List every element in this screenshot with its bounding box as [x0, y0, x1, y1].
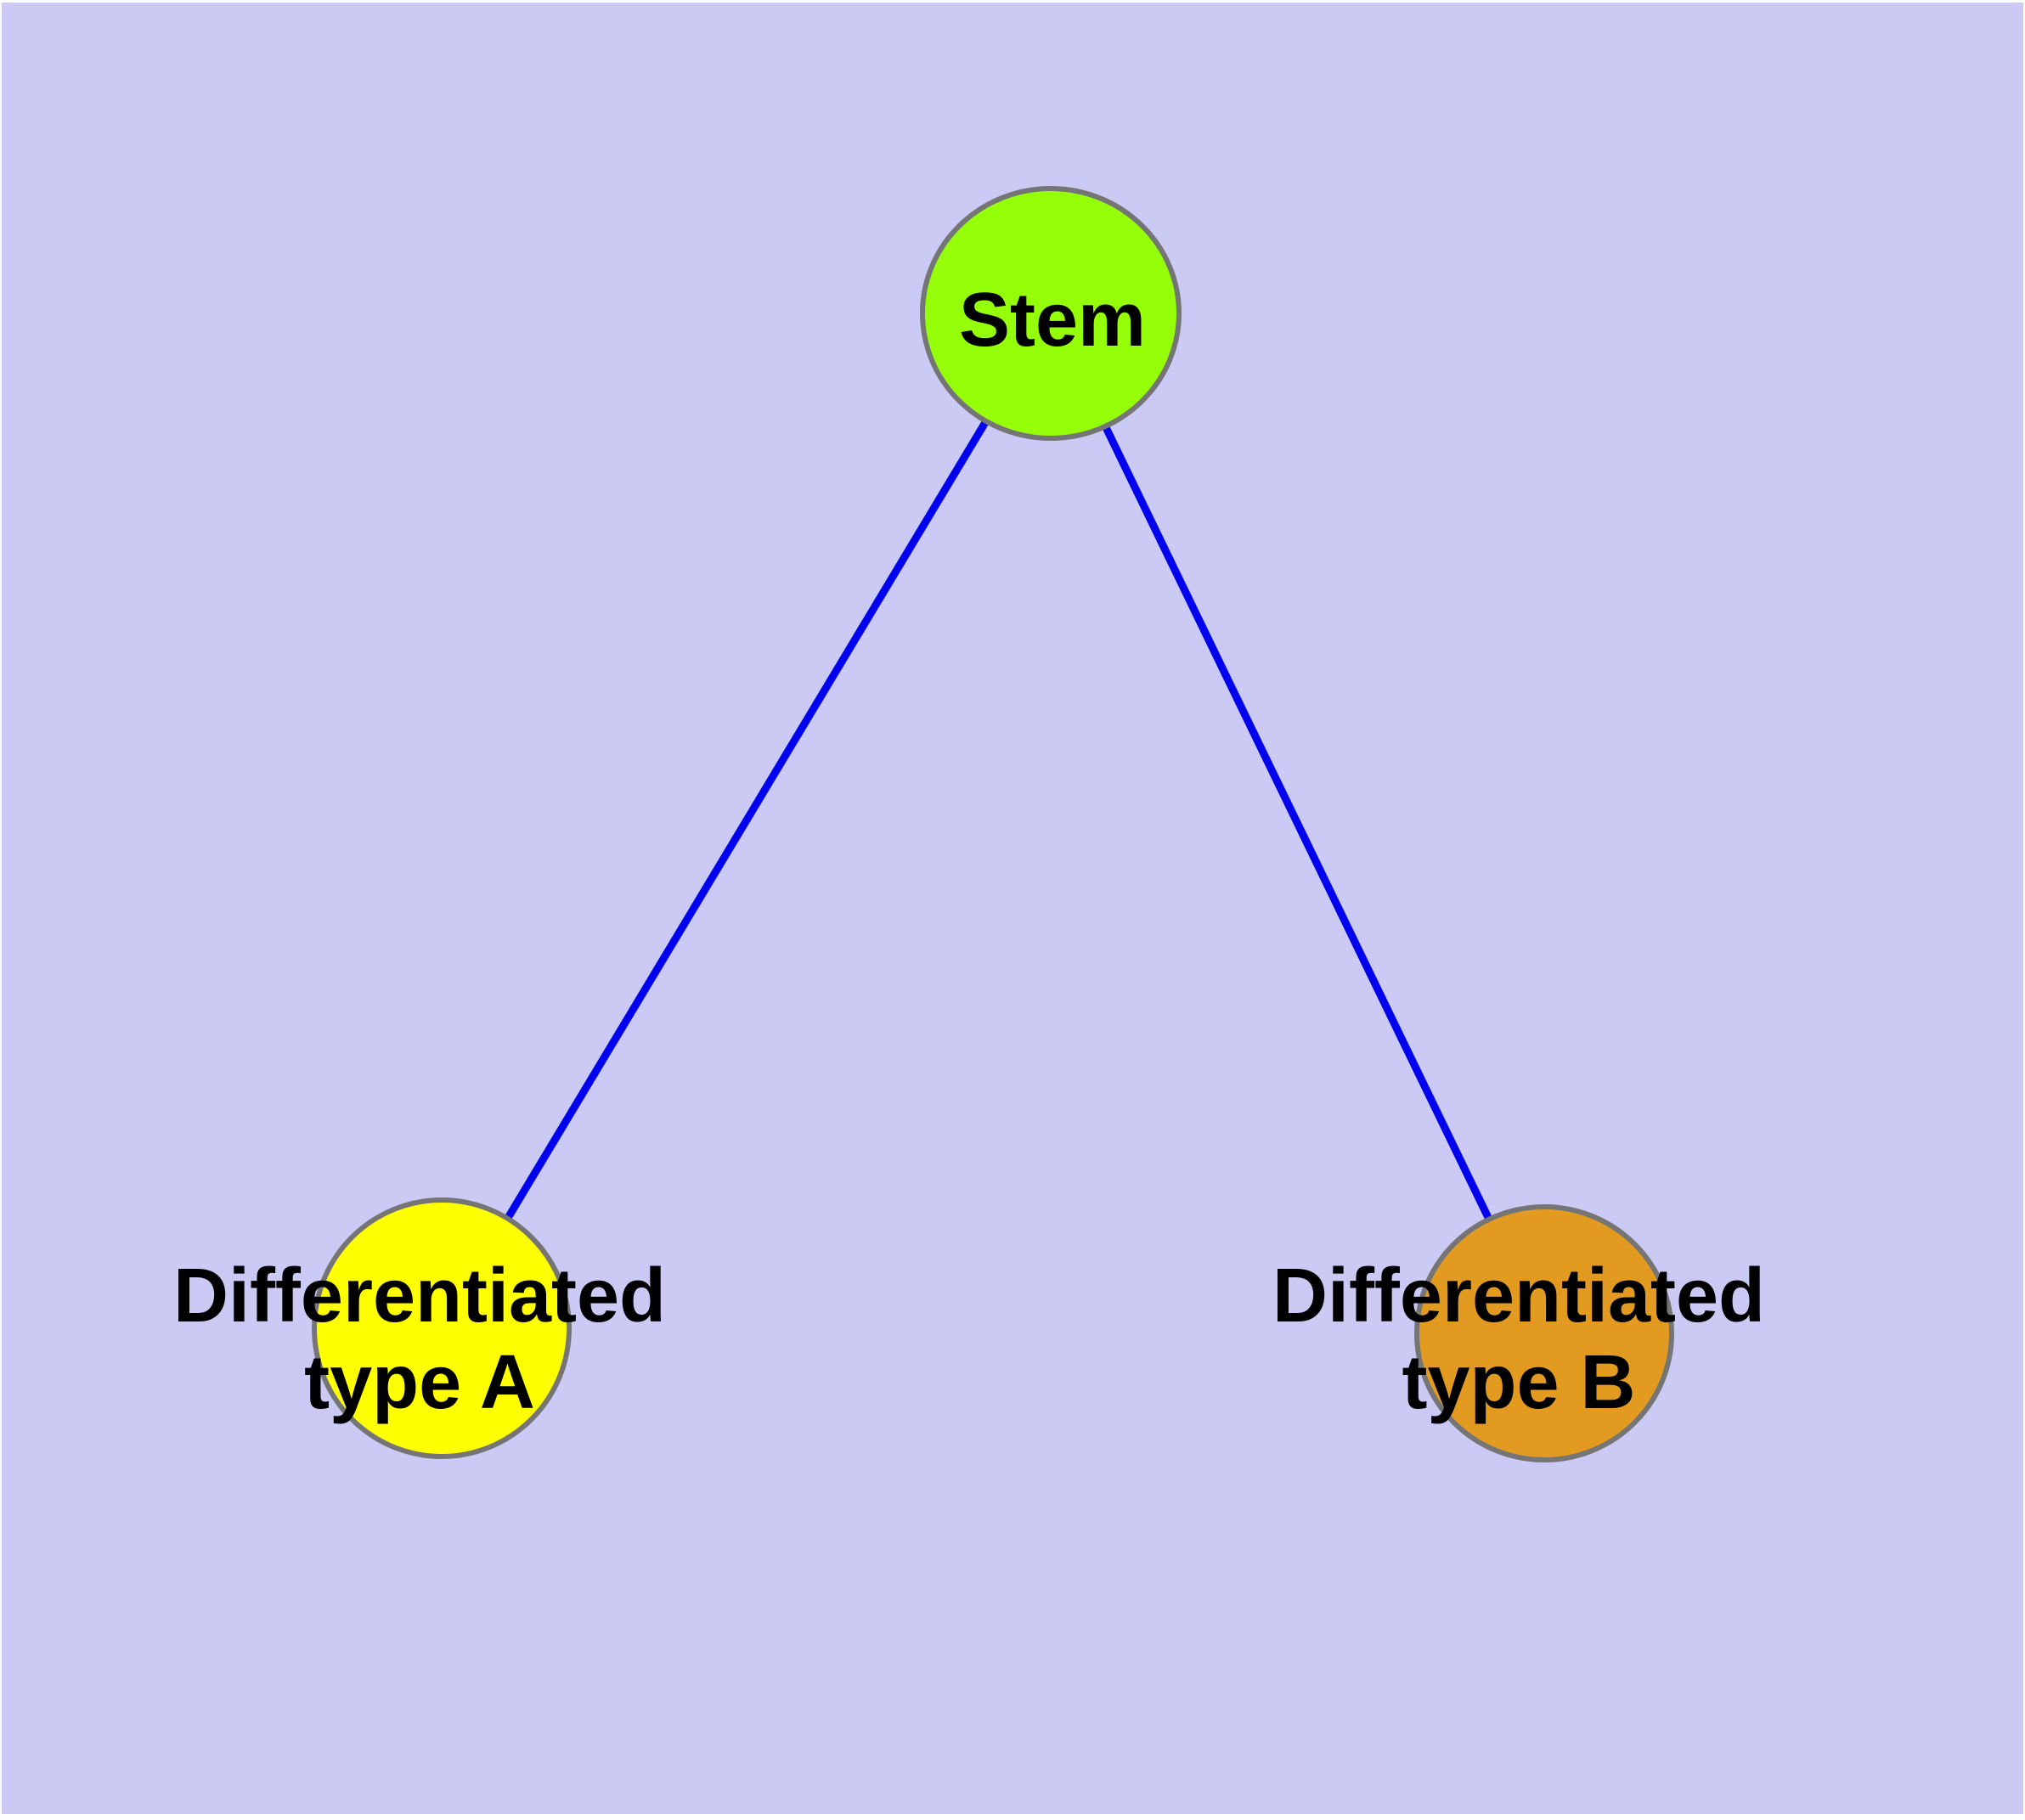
- edge-stem-to-typeB: [1046, 312, 1548, 1335]
- node-label-typeA-line1: Differentiated: [173, 1254, 666, 1338]
- node-stem[interactable]: [920, 186, 1182, 441]
- nodes-layer: [312, 186, 1674, 1462]
- edge-stem-to-typeA: [438, 311, 1054, 1331]
- node-label-stem-line1: Stem: [959, 278, 1146, 363]
- node-label-typeB-line2: type B: [1402, 1340, 1635, 1425]
- node-label-typeA-line2: type A: [304, 1340, 535, 1425]
- node-label-typeB-line1: Differentiated: [1272, 1254, 1765, 1338]
- node-typeA[interactable]: [312, 1197, 572, 1459]
- node-typeB[interactable]: [1414, 1204, 1674, 1462]
- edges-layer: [438, 311, 1548, 1335]
